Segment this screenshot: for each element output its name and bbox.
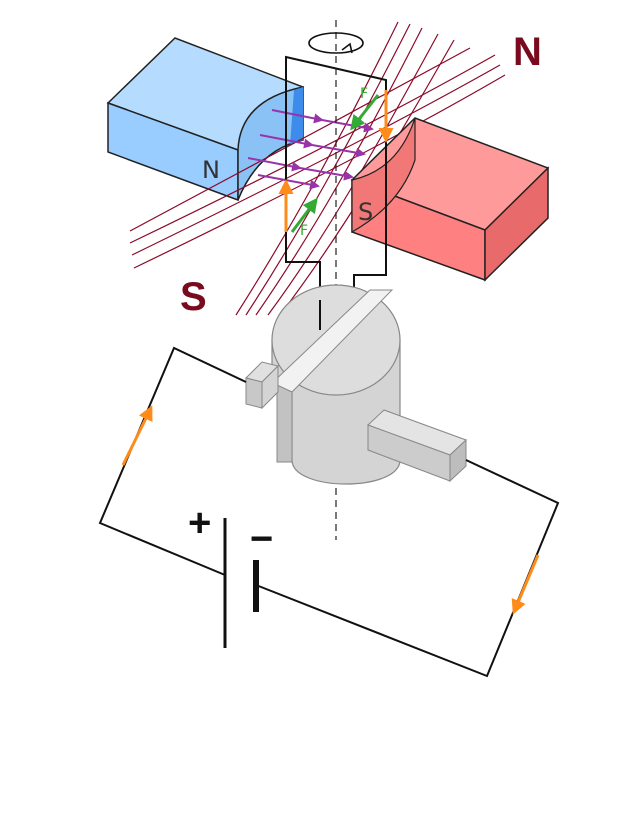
battery-negative-label: − <box>250 517 273 561</box>
south-magnet-face-label: S <box>358 198 373 226</box>
force-label-top: F <box>360 86 368 102</box>
left-brush <box>245 361 279 410</box>
south-pole-label: S <box>180 275 207 319</box>
circuit-current-arrow-right <box>511 554 540 615</box>
armature-coil <box>285 55 387 355</box>
south-magnet: S <box>350 117 550 282</box>
battery <box>223 518 259 648</box>
rotation-direction-icon <box>308 32 364 54</box>
force-arrow-bottom <box>290 197 318 233</box>
force-arrow-top <box>350 94 380 131</box>
battery-positive-label: + <box>188 501 211 545</box>
north-magnet: N <box>106 37 305 202</box>
right-brush <box>367 409 467 483</box>
north-pole-label: N <box>513 30 542 74</box>
commutator <box>269 284 401 485</box>
force-label-bottom: F <box>300 223 308 239</box>
circuit-wire-right <box>255 459 560 678</box>
north-magnet-face-label: N <box>202 156 220 184</box>
circuit-current-arrow-left <box>121 405 153 466</box>
